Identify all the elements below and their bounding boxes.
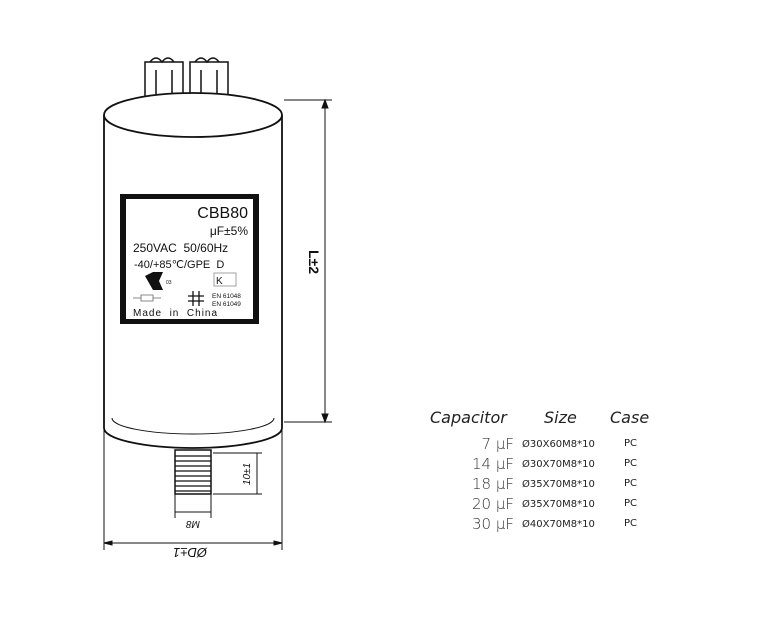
size-value: Ø40X70M8*10 bbox=[522, 519, 595, 530]
label-standard-1: EN 61048 bbox=[212, 293, 241, 300]
header-case: Case bbox=[610, 408, 650, 427]
thread-label: M8 bbox=[186, 518, 200, 529]
label-cert-code: 03 bbox=[166, 280, 172, 286]
label-model: CBB80 bbox=[197, 205, 248, 222]
safety-symbol-icon bbox=[188, 291, 204, 306]
label-standard-2: EN 61049 bbox=[212, 301, 241, 308]
capacitor-value: 7 μF bbox=[481, 435, 514, 453]
size-value: Ø35X70M8*10 bbox=[522, 479, 595, 490]
product-label: CBB80 μF±5% 250VAC 50/60Hz -40/+85℃/GPE … bbox=[120, 194, 259, 324]
table-row: 18 μF Ø35X70M8*10 PC bbox=[424, 475, 654, 495]
case-value: PC bbox=[624, 438, 638, 449]
thread-length-dimension bbox=[213, 452, 262, 495]
table-row: 30 μF Ø40X70M8*10 PC bbox=[424, 515, 654, 535]
table-row: 20 μF Ø35X70M8*10 PC bbox=[424, 495, 654, 515]
resistor-symbol-icon bbox=[133, 294, 161, 302]
thread-stud bbox=[174, 449, 212, 495]
size-value: Ø35X70M8*10 bbox=[522, 499, 595, 510]
case-value: PC bbox=[624, 478, 638, 489]
label-origin: Made in China bbox=[133, 308, 218, 319]
thread-length-label: 10±1 bbox=[242, 463, 253, 485]
table-row: 7 μF Ø30X60M8*10 PC bbox=[424, 435, 654, 455]
table-row: 14 μF Ø30X70M8*10 PC bbox=[424, 455, 654, 475]
capacitor-value: 30 μF bbox=[471, 515, 514, 533]
label-class: -40/+85℃/GPE D bbox=[134, 259, 224, 271]
diameter-dimension bbox=[103, 430, 283, 550]
diameter-label: ØD±1 bbox=[173, 545, 208, 560]
case-value: PC bbox=[624, 518, 638, 529]
header-size: Size bbox=[544, 408, 577, 427]
case-value: PC bbox=[624, 458, 638, 469]
capacitor-value: 14 μF bbox=[471, 455, 514, 473]
length-label: L±2 bbox=[306, 250, 322, 274]
capacitor-value: 18 μF bbox=[471, 475, 514, 493]
size-value: Ø30X60M8*10 bbox=[522, 439, 595, 450]
label-rating: 250VAC 50/60Hz bbox=[133, 241, 228, 255]
svg-text:K: K bbox=[216, 276, 223, 287]
capacitor-value: 20 μF bbox=[471, 495, 514, 513]
header-capacitor: Capacitor bbox=[430, 408, 507, 427]
enec-mark-icon bbox=[145, 272, 163, 290]
label-tolerance: μF±5% bbox=[210, 224, 249, 238]
kema-mark-icon bbox=[213, 272, 237, 287]
thread-dimension bbox=[174, 494, 212, 518]
case-value: PC bbox=[624, 498, 638, 509]
length-dimension bbox=[284, 98, 332, 424]
size-value: Ø30X70M8*10 bbox=[522, 459, 595, 470]
